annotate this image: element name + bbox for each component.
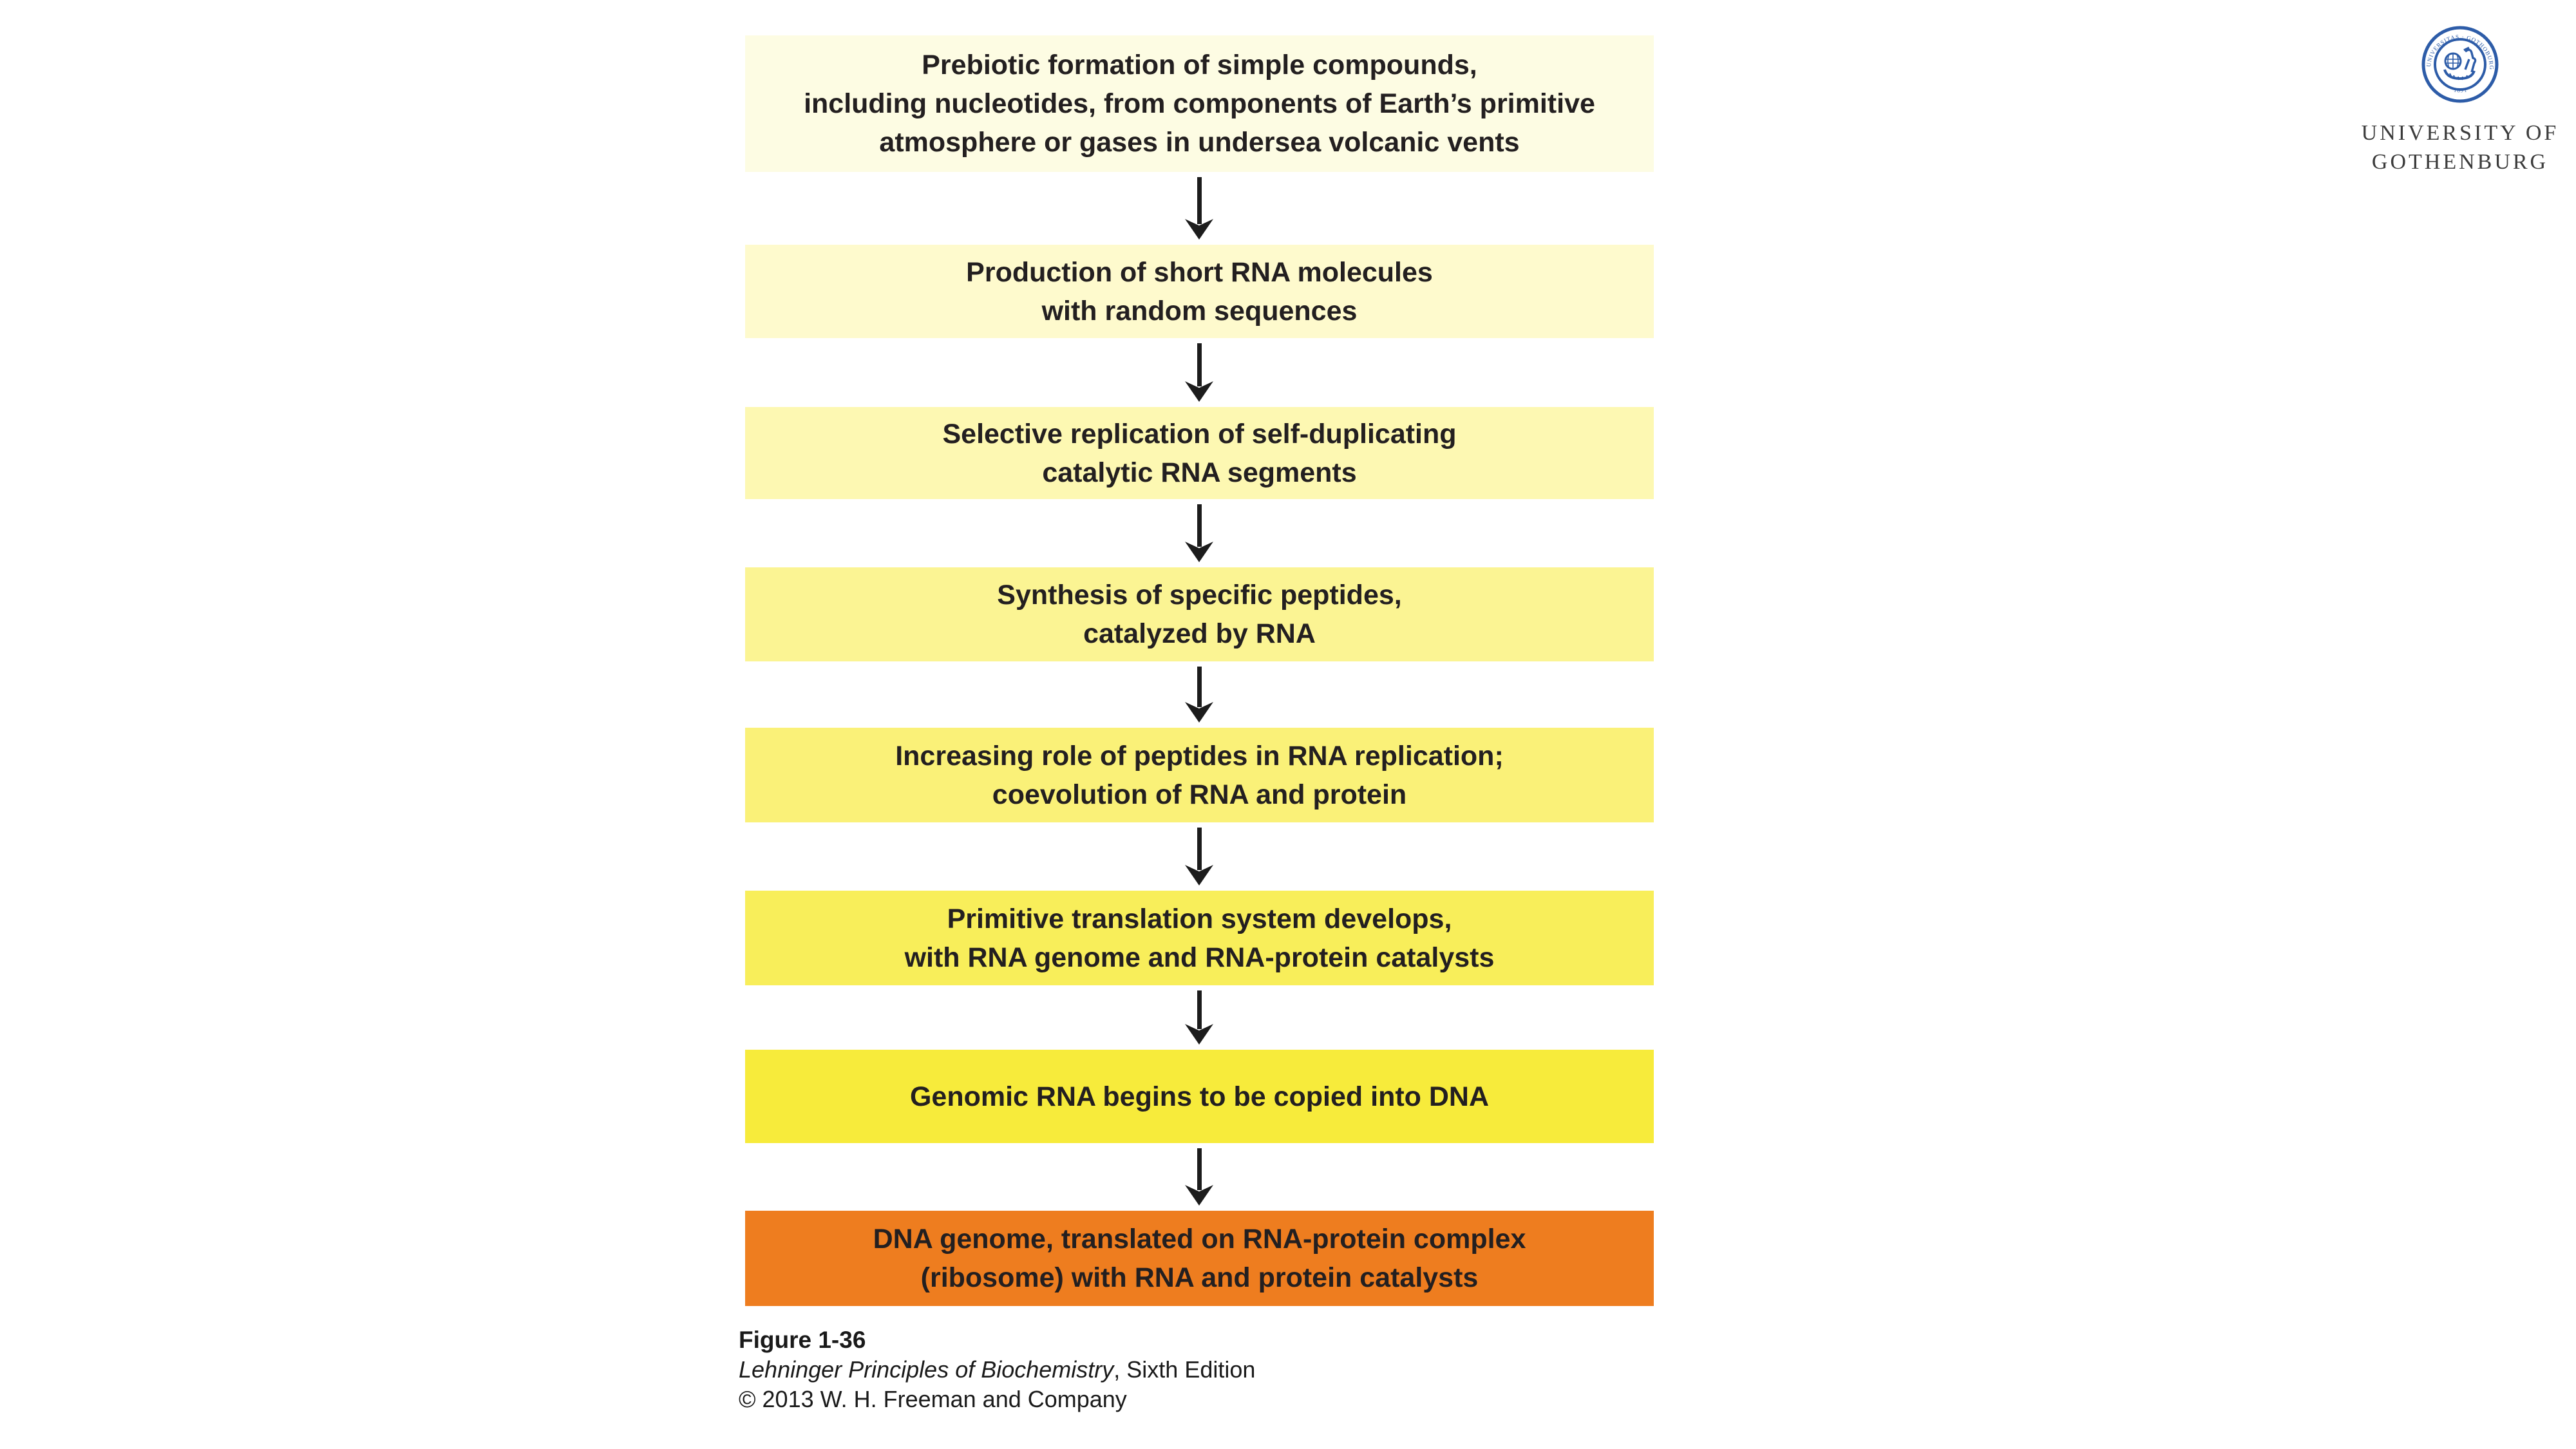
figure-source: Lehninger Principles of Biochemistry, Si… <box>739 1355 1255 1385</box>
university-seal-icon: UNIVERSITAS · GOTHOBURGENSIS · 1891 · <box>2421 26 2499 103</box>
seal-year-text: · 1891 · <box>2448 85 2472 94</box>
flow-step-1: Prebiotic formation of simple compounds,… <box>745 35 1654 172</box>
down-arrow-icon <box>1184 828 1215 886</box>
flow-step-7: Genomic RNA begins to be copied into DNA <box>745 1050 1654 1143</box>
book-title: Lehninger Principles of Biochemistry <box>739 1356 1114 1383</box>
figure-number: Figure 1-36 <box>739 1327 866 1353</box>
flow-step-1-label: Prebiotic formation of simple compounds,… <box>804 50 1595 158</box>
flow-step-3-label: Selective replication of self-duplicatin… <box>942 418 1457 488</box>
university-name-line1: UNIVERSITY OF <box>2361 121 2559 145</box>
down-arrow-icon <box>1184 343 1215 402</box>
down-arrow-icon <box>1184 504 1215 562</box>
university-name-line2: GOTHENBURG <box>2371 150 2549 174</box>
down-arrow-icon <box>1184 1148 1215 1206</box>
flow-step-3: Selective replication of self-duplicatin… <box>745 407 1654 499</box>
down-arrow-icon <box>1184 177 1215 240</box>
figure-caption: Figure 1-36 Lehninger Principles of Bioc… <box>739 1325 1255 1414</box>
flow-step-8-label: DNA genome, translated on RNA-protein co… <box>873 1224 1526 1293</box>
flow-step-4-label: Synthesis of specific peptides, catalyze… <box>997 580 1402 649</box>
flow-step-6: Primitive translation system develops, w… <box>745 891 1654 985</box>
flow-step-6-label: Primitive translation system develops, w… <box>904 903 1495 973</box>
edition-text: , Sixth Edition <box>1113 1356 1256 1383</box>
flow-step-4: Synthesis of specific peptides, catalyze… <box>745 567 1654 661</box>
svg-text:· 1891 ·: · 1891 · <box>2448 85 2472 94</box>
down-arrow-icon <box>1184 667 1215 723</box>
flow-step-5: Increasing role of peptides in RNA repli… <box>745 728 1654 822</box>
university-logo: UNIVERSITAS · GOTHOBURGENSIS · 1891 · UN… <box>2331 26 2576 176</box>
down-arrow-icon <box>1184 990 1215 1045</box>
flow-step-8: DNA genome, translated on RNA-protein co… <box>745 1211 1654 1306</box>
flow-step-5-label: Increasing role of peptides in RNA repli… <box>895 740 1504 810</box>
copyright-text: © 2013 W. H. Freeman and Company <box>739 1386 1127 1412</box>
flow-step-2-label: Production of short RNA molecules with r… <box>966 256 1433 327</box>
university-name: UNIVERSITY OF GOTHENBURG <box>2331 118 2576 176</box>
flow-step-2: Production of short RNA molecules with r… <box>745 245 1654 338</box>
flow-step-7-label: Genomic RNA begins to be copied into DNA <box>909 1081 1490 1112</box>
